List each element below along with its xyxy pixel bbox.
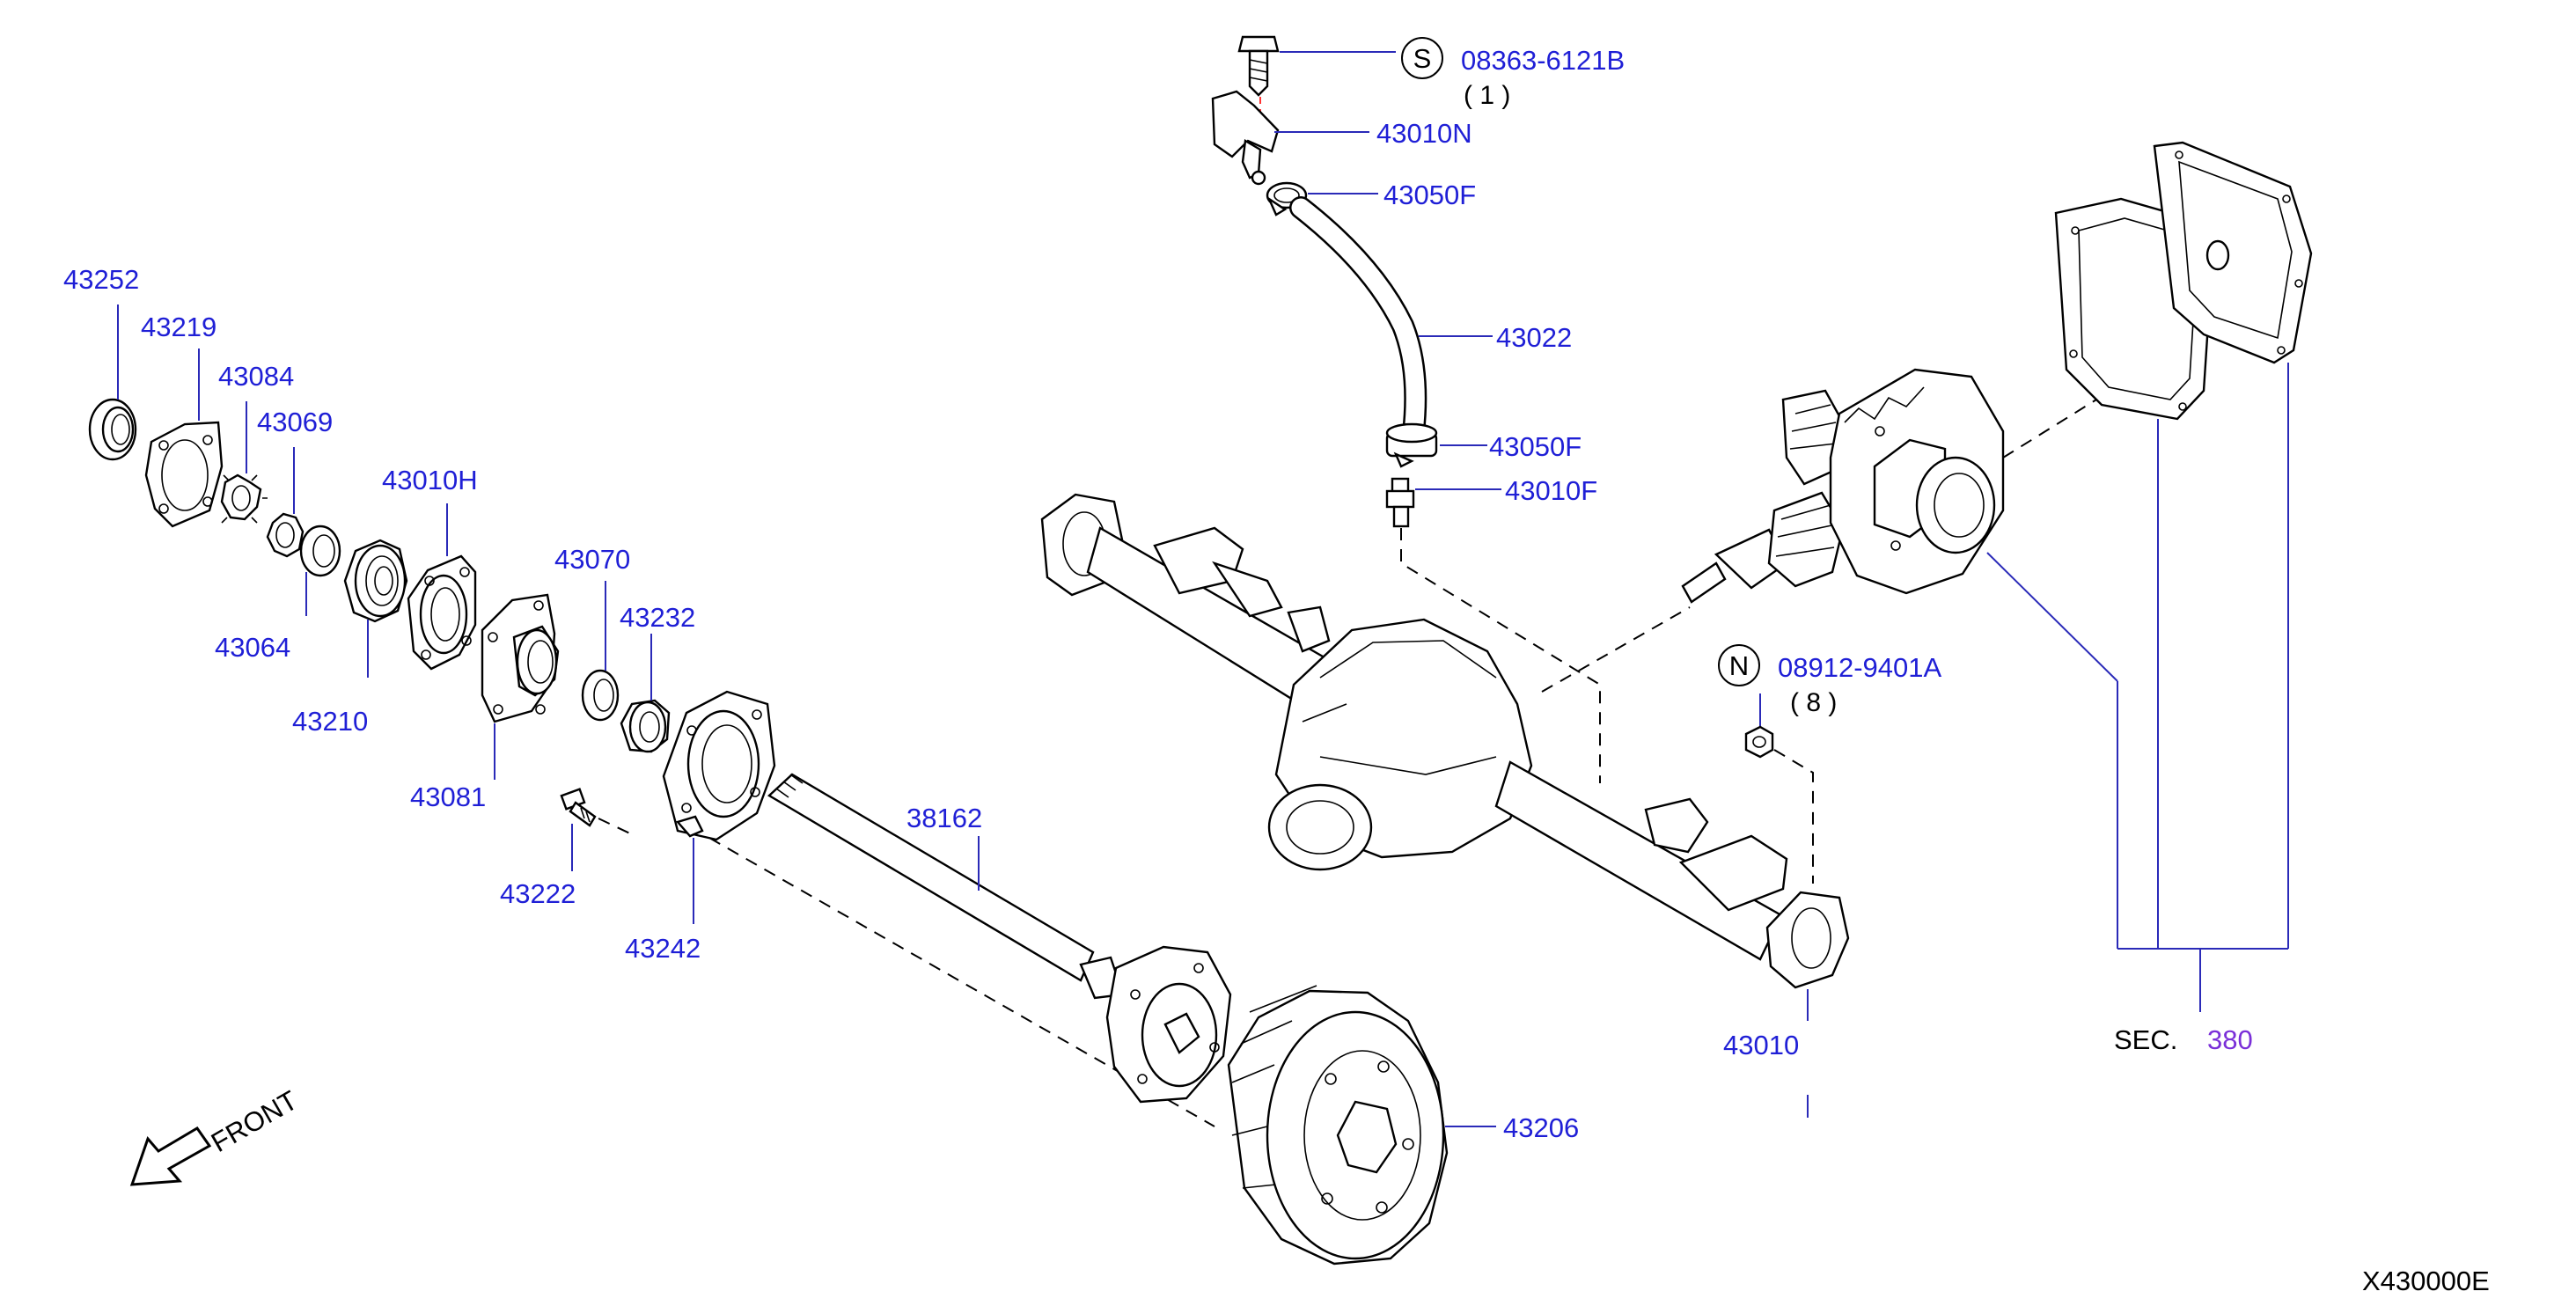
svg-text:380: 380: [2207, 1024, 2253, 1055]
part-number-inner-oil-seal: 43070: [554, 544, 630, 575]
spacer: [299, 525, 341, 577]
baffle-plate: [662, 690, 776, 841]
differential-carrier: [1681, 368, 2005, 604]
part-number-axle-shaft: 38162: [906, 803, 982, 833]
lock-nut: [266, 512, 305, 558]
axle-housing: [1040, 493, 1850, 989]
svg-text:SEC.: SEC.: [2114, 1024, 2177, 1055]
axle-shaft: [767, 773, 1232, 1104]
part-number-breather-hose: 43022: [1496, 322, 1572, 353]
part-number-lock-nut: 43069: [257, 407, 333, 437]
screw-symbol: S: [1401, 37, 1443, 79]
part-number-axle-housing: 43010: [1723, 1030, 1799, 1060]
part-number-hose-clamp-top: 43050F: [1383, 180, 1476, 210]
part-number-oil-seal: 43252: [63, 264, 139, 295]
front-arrow-icon: [129, 1126, 212, 1186]
quantity-screw: ( 1 ): [1464, 81, 1510, 110]
inner-oil-seal: [581, 669, 620, 722]
part-number-breather-connector: 43010N: [1376, 118, 1472, 149]
part-number-gasket: 43219: [141, 312, 217, 342]
svg-text:N: N: [1729, 650, 1749, 681]
lock-washer: [220, 473, 268, 524]
front-label: FRONT: [206, 1084, 303, 1158]
bearing-cage: [481, 593, 560, 723]
hose-clamp-bottom: [1385, 422, 1438, 468]
breather-bolt: [1237, 35, 1280, 97]
svg-text:S: S: [1413, 43, 1432, 74]
part-number-wheel-bolt: 43222: [500, 878, 576, 909]
part-number-hose-clamp-bottom: 43050F: [1489, 431, 1582, 462]
part-number-inner-bearing: 43232: [620, 602, 695, 633]
part-number-baffle-plate: 43242: [625, 933, 701, 964]
part-number-wheel-bearing: 43210: [292, 706, 368, 737]
inner-bearing: [620, 699, 671, 753]
brake-drum: [1227, 985, 1449, 1266]
housing-nut: [1744, 725, 1774, 759]
part-number-breather: 43010F: [1505, 475, 1597, 506]
wheel-bolt: [560, 788, 597, 827]
quantity-nut: ( 8 ): [1790, 688, 1837, 717]
part-number-screw: 08363-6121B: [1461, 45, 1625, 76]
part-number-spacer: 43064: [215, 632, 290, 663]
nut-symbol: N: [1718, 644, 1760, 686]
figure-code: X430000E: [2362, 1266, 2490, 1296]
breather-connector: [1211, 90, 1280, 186]
bearing-retainer: [407, 554, 477, 671]
breather-hose: [1289, 196, 1427, 444]
oil-seal: [88, 398, 137, 461]
section-reference: SEC. 380: [2114, 1024, 2253, 1055]
part-number-bearing-retainer: 43010H: [382, 465, 478, 495]
breather: [1385, 477, 1415, 528]
part-number-brake-drum: 43206: [1503, 1112, 1579, 1143]
part-number-nut: 08912-9401A: [1778, 652, 1941, 683]
rear-cover: [2153, 141, 2313, 364]
wheel-bearing: [343, 539, 408, 623]
part-number-bearing-cage: 43081: [410, 781, 486, 812]
gasket: [144, 421, 224, 528]
part-number-lock-washer: 43084: [218, 361, 294, 392]
